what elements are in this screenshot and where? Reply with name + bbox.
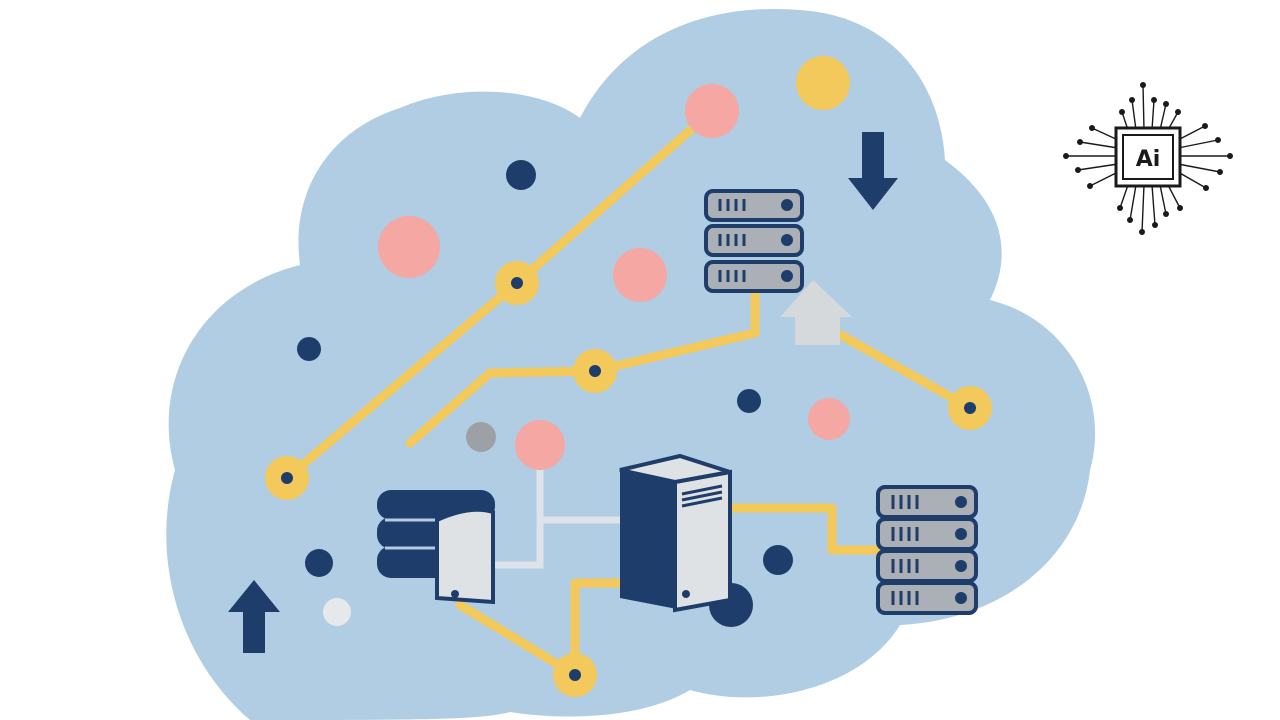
pink-dot — [515, 420, 565, 470]
network-node — [573, 349, 617, 393]
navy-dot — [506, 160, 536, 190]
light-dot — [323, 598, 351, 626]
pink-dot — [808, 398, 850, 440]
arrow-up-icon — [228, 580, 280, 653]
tower-server-icon — [619, 453, 732, 613]
decorative-dots — [297, 56, 850, 627]
navy-dot — [297, 337, 321, 361]
navy-dot — [305, 549, 333, 577]
arrow-down-icon — [848, 132, 898, 210]
network-nodes — [265, 261, 992, 697]
ai-chip-icon: Ai — [1063, 82, 1233, 235]
grey-dot — [466, 422, 496, 452]
navy-dot — [763, 545, 793, 575]
ai-chip-label: Ai — [1136, 147, 1161, 172]
grey-links — [495, 468, 620, 569]
yellow-dot — [796, 56, 850, 110]
network-node — [553, 653, 597, 697]
network-node — [495, 261, 539, 305]
database-icon — [377, 490, 495, 605]
server-rack-icon — [704, 189, 804, 293]
server-rack-icon — [876, 485, 978, 615]
pink-dot — [378, 216, 440, 278]
home-icon — [780, 280, 852, 345]
pink-dot — [613, 248, 667, 302]
network-node — [265, 456, 309, 500]
navy-dot — [737, 389, 761, 413]
pink-dot — [685, 84, 739, 138]
network-node — [948, 386, 992, 430]
